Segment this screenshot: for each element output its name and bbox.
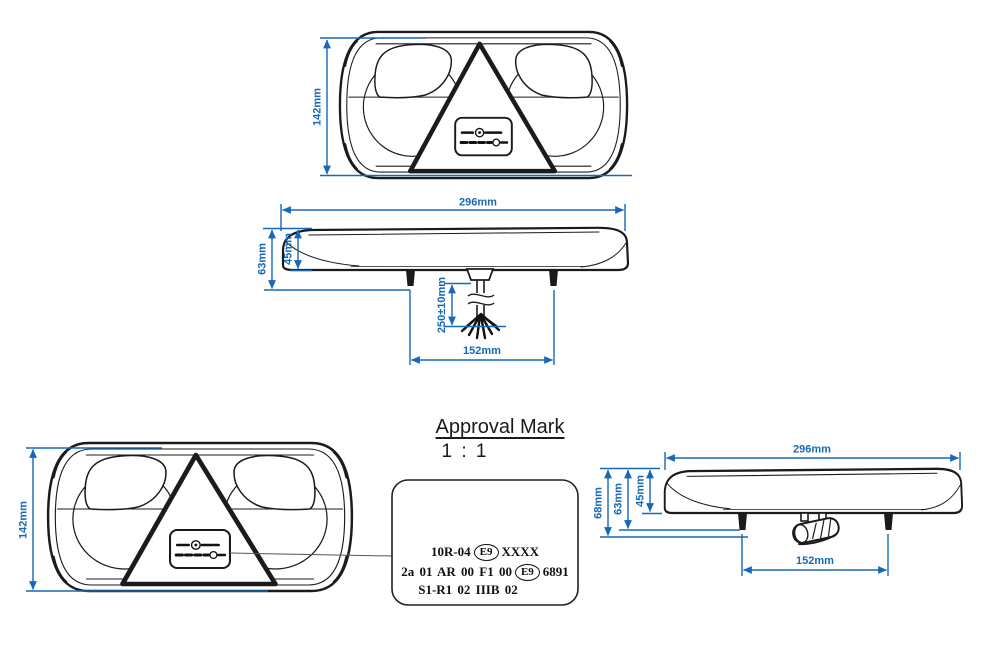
front-view-top — [340, 32, 627, 178]
dim-label-250-mid: 250±10mm — [436, 277, 448, 333]
dim-label-152-br: 152mm — [796, 555, 834, 567]
ext-line — [409, 290, 555, 365]
dim-label-45-mid: 45mm — [283, 233, 295, 265]
ext-line — [444, 282, 506, 328]
dimension-annotations — [26, 37, 961, 592]
approval-line-3: S1-R1 02 IIIB 02 — [418, 582, 518, 597]
dim-label-63-mid: 63mm — [257, 243, 269, 275]
connector-plug — [792, 517, 840, 546]
connector-prong-left — [800, 512, 809, 522]
ext-line — [26, 447, 268, 592]
dim-label-296-br: 296mm — [793, 444, 831, 456]
mounting-stud-right — [884, 513, 893, 530]
approval-line-2: 2a 01 AR 00 F1 00 E9 6891 — [401, 563, 569, 581]
mounting-stud-left — [738, 513, 747, 530]
dim-label-152-mid: 152mm — [463, 345, 501, 357]
approval-line1-suffix: XXXX — [501, 544, 540, 560]
ext-line — [263, 227, 410, 291]
mounting-stud-right — [549, 270, 558, 286]
front-view-bottom — [48, 443, 352, 591]
approval-line2-prefix: 2a 01 AR 00 F1 00 — [401, 564, 512, 580]
dim-label-142-bottom: 142mm — [18, 501, 30, 539]
dim-label-45-br: 45mm — [635, 475, 647, 507]
ext-line — [741, 534, 889, 576]
ext-line — [600, 467, 748, 538]
e9-mark-1: E9 — [473, 543, 499, 561]
cable-break-marks — [467, 293, 495, 306]
side-view-bottom-right — [663, 467, 964, 546]
ext-line — [664, 452, 961, 470]
approval-mark-title: Approval Mark — [435, 416, 565, 438]
dim-label-63-br: 63mm — [613, 483, 625, 515]
approval-leader-line — [229, 552, 393, 557]
ext-line — [280, 204, 626, 231]
cable-gland — [465, 268, 495, 281]
approval-line2-suffix: 6891 — [542, 564, 569, 580]
cable-lines — [476, 280, 485, 317]
e9-mark-2: E9 — [514, 563, 540, 581]
approval-mark-scale: 1 : 1 — [441, 441, 489, 462]
mounting-stud-left — [406, 270, 415, 286]
dim-label-296-mid: 296mm — [459, 197, 497, 209]
dim-label-68-br: 68mm — [593, 487, 605, 519]
ext-line — [320, 37, 632, 177]
approval-line1-prefix: 10R-04 — [430, 544, 471, 560]
dim-label-142-top: 142mm — [312, 88, 324, 126]
approval-line-1: 10R-04 E9 XXXX — [430, 543, 540, 561]
approval-mark-text: 10R-04 E9 XXXX 2a 01 AR 00 F1 00 E9 6891… — [392, 480, 578, 605]
